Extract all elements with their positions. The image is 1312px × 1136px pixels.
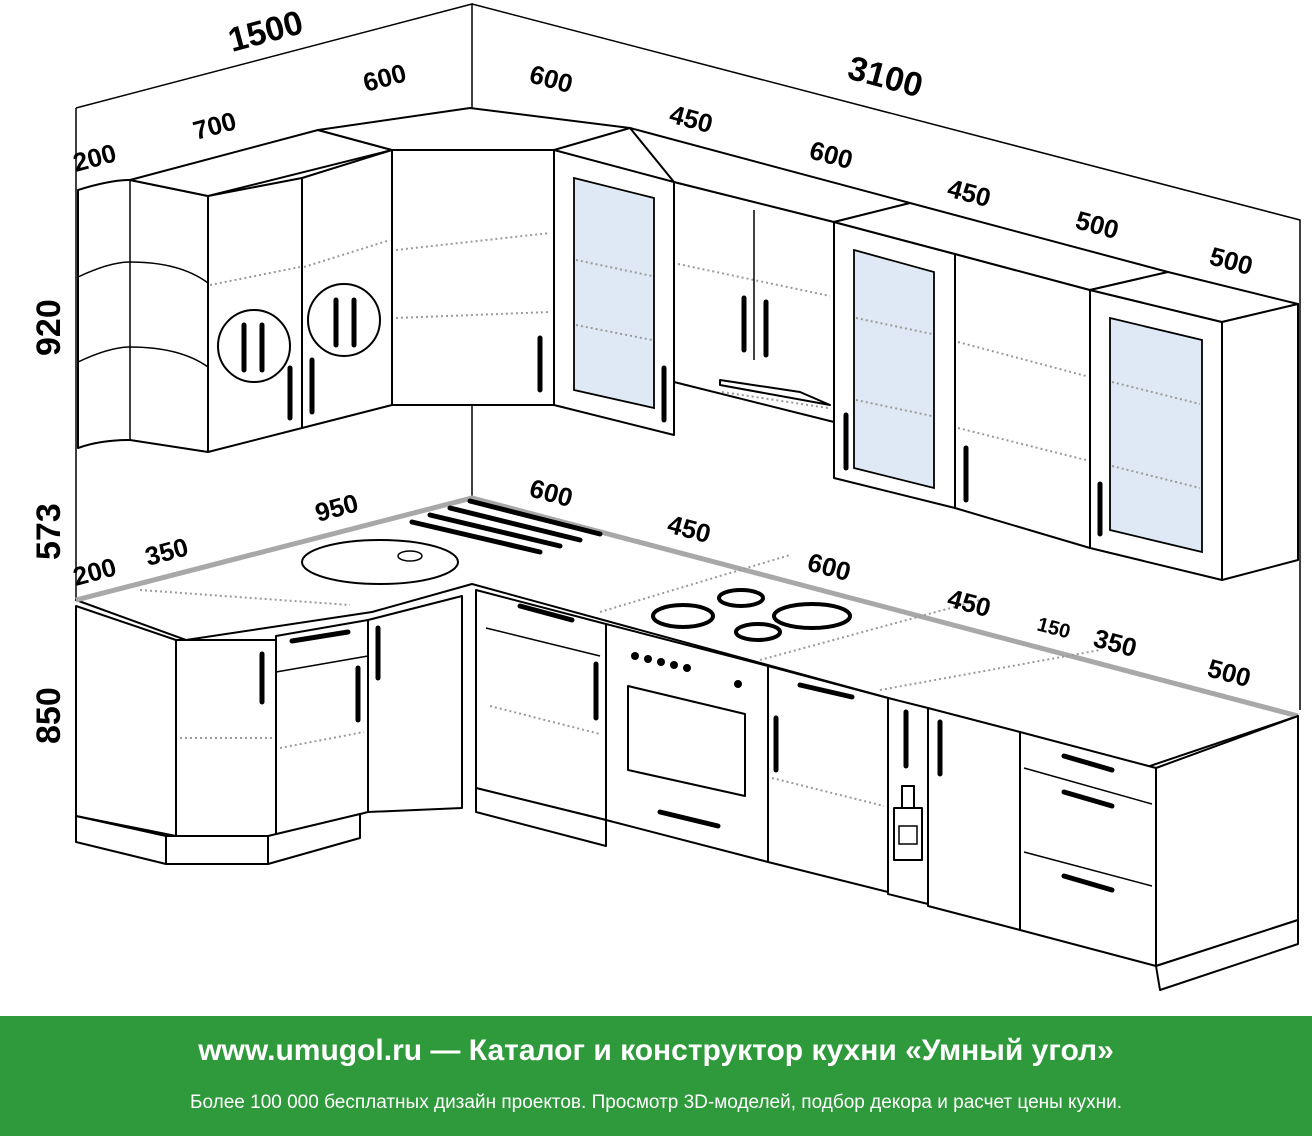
- dim-upper-600c: 600: [806, 135, 856, 175]
- hood-icon: [719, 379, 831, 409]
- upper-glass-cabinet-3: [1089, 271, 1299, 581]
- dim-top-3100: 3100: [844, 49, 927, 105]
- dim-lower-600: 600: [526, 473, 576, 513]
- bottle-icon: [893, 785, 923, 861]
- dim-height-850: 850: [30, 687, 68, 744]
- open-corner-shelf: [77, 179, 209, 453]
- dim-lower-450a: 450: [664, 509, 714, 549]
- dim-upper-600a: 600: [360, 58, 410, 98]
- dim-height-920: 920: [30, 299, 68, 356]
- upper-glass-cabinet-1: [553, 149, 675, 436]
- kitchen-diagram: 1500 3100 200 700 600 600 450 600 450 50…: [30, 3, 1301, 991]
- lower-right-cabinets: [475, 589, 1299, 991]
- fork-knife-icon: [241, 322, 265, 373]
- sink-icon: [301, 539, 459, 585]
- dim-upper-700: 700: [190, 106, 240, 146]
- dim-upper-500a: 500: [1072, 205, 1122, 245]
- dim-lower-450b: 450: [944, 583, 994, 623]
- drainer-grooves: [409, 498, 603, 555]
- dim-lower-350b: 350: [1090, 623, 1140, 663]
- countertop: [75, 495, 1299, 769]
- upper-cabinet-hood: [629, 127, 911, 423]
- dim-upper-450b: 450: [944, 173, 994, 213]
- banner-title[interactable]: www.umugol.ru — Каталог и конструктор ку…: [198, 1034, 1114, 1067]
- dim-upper-200: 200: [70, 138, 120, 178]
- lower-left-cabinets: [75, 595, 463, 865]
- dim-upper-600b: 600: [526, 59, 576, 99]
- dim-lower-950: 950: [312, 488, 362, 528]
- dim-upper-450a: 450: [666, 99, 716, 139]
- dim-lower-150: 150: [1035, 614, 1073, 644]
- kitchen-drawing: 1500 3100 200 700 600 600 450 600 450 50…: [30, 3, 1301, 991]
- oven-icon: [605, 623, 769, 863]
- hob-icon: [651, 588, 852, 642]
- dim-lower-200: 200: [70, 552, 120, 592]
- upper-cabinet-1: [129, 129, 393, 453]
- banner-subtitle: Более 100 000 бесплатных дизайн проектов…: [190, 1092, 1122, 1113]
- dim-lower-350: 350: [142, 532, 192, 572]
- dim-lower-500: 500: [1204, 653, 1254, 693]
- dim-height-573: 573: [30, 503, 68, 560]
- promo-banner: www.umugol.ru — Каталог и конструктор ку…: [0, 1016, 1312, 1136]
- fork-knife-icon: [333, 297, 357, 348]
- dim-lower-600b: 600: [804, 547, 854, 587]
- upper-glass-cabinet-2: [833, 221, 956, 509]
- upper-cabinet-2: [301, 149, 393, 429]
- dim-upper-500b: 500: [1206, 241, 1256, 281]
